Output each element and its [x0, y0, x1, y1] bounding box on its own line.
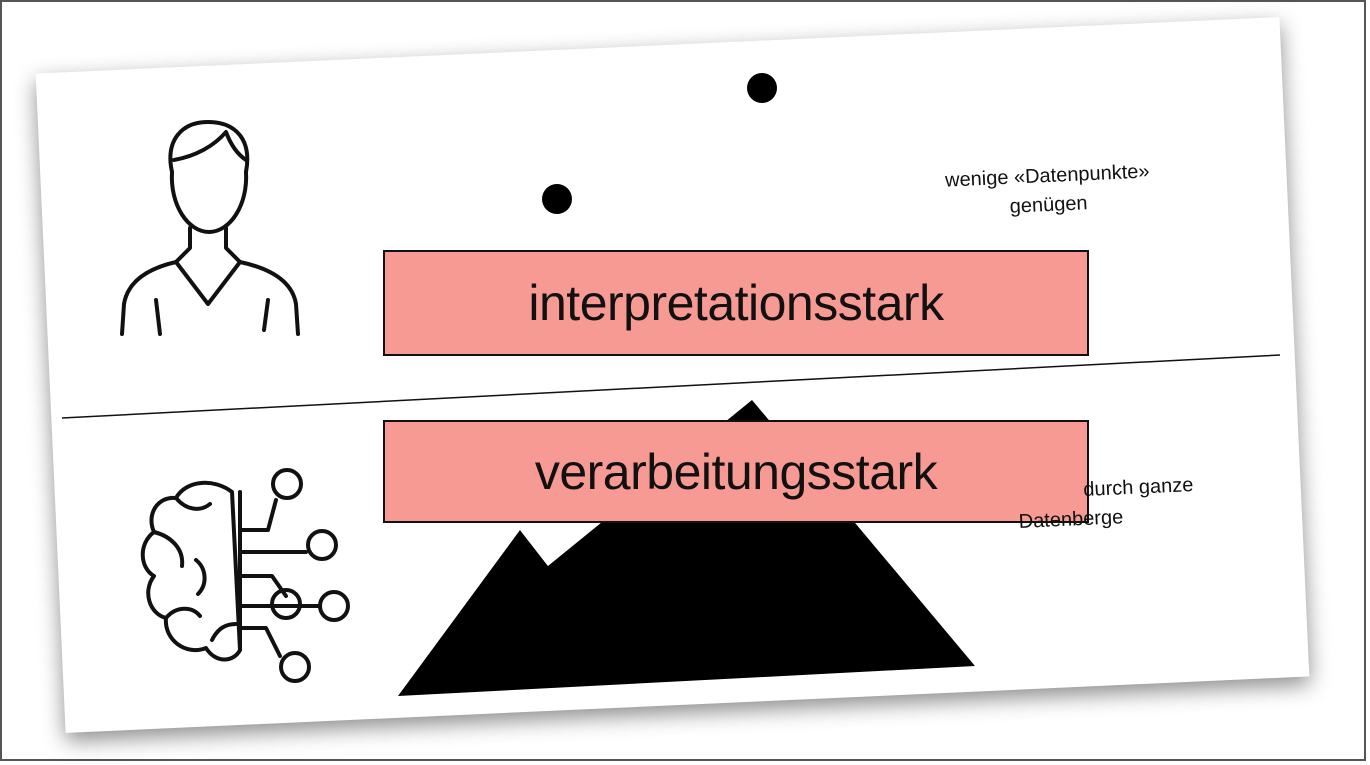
- top-note: wenige «Datenpunkte» genügen: [929, 157, 1167, 226]
- bottom-note: durch ganze Datenberge: [1017, 469, 1239, 537]
- person-icon: [120, 120, 300, 336]
- verarbeitungsstark-label: verarbeitungsstark: [383, 420, 1089, 523]
- data-mountain: [398, 400, 975, 696]
- interpretationsstark-label: interpretationsstark: [383, 250, 1089, 356]
- ai-brain-icon: [140, 468, 350, 683]
- data-point-dot: [542, 184, 572, 214]
- section-divider: [61, 354, 1281, 419]
- data-point-dot: [747, 73, 777, 103]
